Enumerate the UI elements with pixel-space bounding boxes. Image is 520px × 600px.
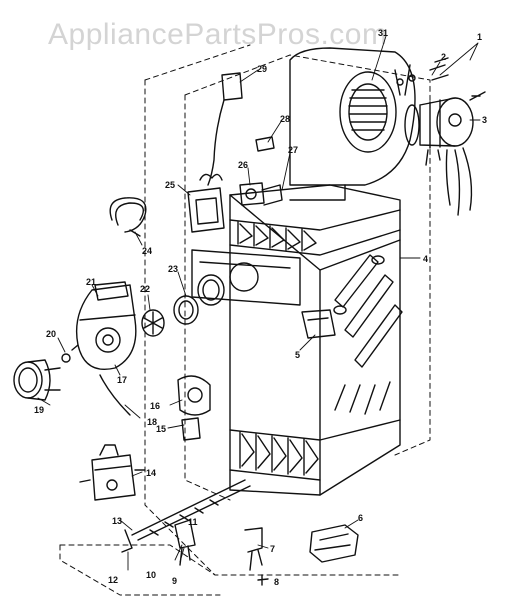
callout-labels: 1 2 3 4 5 6 7 8 9 10 11 12 13 14 15 16 1… <box>34 28 487 587</box>
callout-11: 11 <box>188 517 198 527</box>
callout-31: 31 <box>378 28 388 38</box>
callout-10: 10 <box>146 570 156 580</box>
pressure-switch-lower <box>177 375 211 441</box>
callout-19: 19 <box>34 405 44 415</box>
callout-12: 12 <box>108 575 118 585</box>
gas-valve <box>79 444 146 501</box>
flame-sensor <box>244 527 263 571</box>
callout-29: 29 <box>257 64 267 74</box>
heat-exchanger <box>229 184 403 496</box>
callout-23: 23 <box>168 264 178 274</box>
callout-13: 13 <box>112 516 122 526</box>
callout-17: 17 <box>117 375 127 385</box>
callout-8: 8 <box>274 577 279 587</box>
callout-3: 3 <box>482 115 487 125</box>
callout-2: 2 <box>441 52 446 62</box>
pressure-switch-upper <box>207 72 243 186</box>
burner-access-panel <box>191 249 301 306</box>
callout-1: 1 <box>477 32 482 42</box>
callout-5: 5 <box>295 350 300 360</box>
callout-14: 14 <box>146 468 156 478</box>
watermark: AppliancePartsPros.com <box>48 18 388 51</box>
control-board <box>187 173 225 233</box>
inducer-motor <box>13 353 71 401</box>
callout-4: 4 <box>423 254 428 264</box>
callout-7: 7 <box>270 544 275 554</box>
inducer-gasket <box>173 274 225 325</box>
motor-mount-bracket <box>394 57 486 101</box>
rollout-switches <box>239 136 283 206</box>
callout-21: 21 <box>86 277 96 287</box>
screw <box>257 574 269 586</box>
leader-lines <box>37 35 481 571</box>
callout-20: 20 <box>46 329 56 339</box>
sight-glass-block <box>309 524 359 563</box>
blower-housing <box>289 47 416 201</box>
callout-27: 27 <box>288 145 298 155</box>
inducer-assembly <box>71 281 137 416</box>
limit-switch-bracket <box>301 309 336 339</box>
callout-28: 28 <box>280 114 290 124</box>
callout-24: 24 <box>142 246 152 256</box>
callout-16: 16 <box>150 401 160 411</box>
cabinet-outline <box>59 44 431 596</box>
callout-26: 26 <box>238 160 248 170</box>
inducer-wheel <box>141 309 165 337</box>
wire-harness <box>109 197 147 237</box>
callout-22: 22 <box>140 284 150 294</box>
callout-18: 18 <box>147 417 157 427</box>
callout-25: 25 <box>165 180 175 190</box>
blower-motor <box>404 97 474 216</box>
gas-manifold <box>121 479 251 553</box>
callout-6: 6 <box>358 513 363 523</box>
callout-15: 15 <box>156 424 166 434</box>
callout-9: 9 <box>172 576 177 586</box>
